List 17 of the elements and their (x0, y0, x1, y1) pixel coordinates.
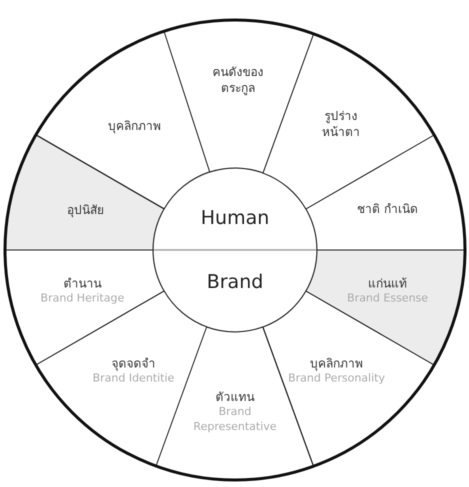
hub-title: Brand (206, 271, 264, 293)
segment-title: แก่นแท้ (367, 275, 408, 292)
segment-title: ตัวแทน (214, 389, 256, 406)
segment-subtitle: Brand Essense (346, 292, 430, 306)
segment-subtitle: Brand Representative (192, 405, 278, 435)
segment-title: ชาติ กำเนิด (356, 201, 419, 218)
segment-title: ตำนาน (62, 275, 102, 292)
segment-title: คนดังของตระกูล (211, 64, 264, 96)
segment-subtitle: Brand Identitie (92, 372, 176, 387)
segment-title: บุคลิกภาพ (106, 118, 162, 134)
hub-title: Human (200, 207, 270, 229)
segment-title: จุดจดจำ (110, 356, 156, 372)
segment-title: บุคลิกภาพ (309, 356, 364, 372)
segment-title: รูปร่างหน้าตา (321, 107, 362, 140)
segment-subtitle: Brand Personality (287, 372, 386, 387)
segment-subtitle: Brand Heritage (40, 292, 126, 306)
segment-title: อุปนิสัย (66, 202, 105, 218)
